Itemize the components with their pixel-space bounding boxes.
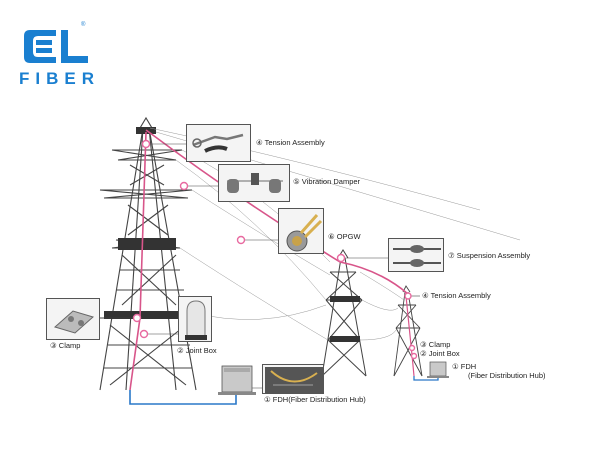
vibration-damper-image xyxy=(218,164,290,202)
label-joint-box-2: ② Joint Box xyxy=(420,349,460,358)
label-clamp-1: ③ Clamp xyxy=(50,341,81,350)
joint-box-image xyxy=(178,296,212,342)
label-vibration-damper: ⑤ Vibration Damper xyxy=(293,177,361,186)
label-fdh-1: ① FDH(Fiber Distribution Hub) xyxy=(264,395,366,404)
brand-wordmark: FIBER xyxy=(19,69,100,88)
marker-points xyxy=(132,139,418,360)
label-joint-box-1: ② Joint Box xyxy=(177,346,217,355)
tower-band xyxy=(118,238,176,250)
label-clamp-2: ③ Clamp xyxy=(420,340,451,349)
suspension-assembly-image xyxy=(388,238,444,272)
fdh-image xyxy=(262,364,324,394)
underground-cable-1 xyxy=(129,378,237,405)
label-suspension-assembly: ⑦ Suspension Assembly xyxy=(448,251,531,260)
middle-tower xyxy=(321,249,367,377)
right-tower xyxy=(393,285,423,377)
label-tension-assembly-2: ④ Tension Assembly xyxy=(422,291,491,300)
fdh-cabinet-2 xyxy=(427,361,449,378)
callout-leaders xyxy=(100,143,420,389)
clamp-image xyxy=(46,298,100,340)
opgw-cable-image xyxy=(278,208,324,254)
tension-assembly-image xyxy=(186,124,251,162)
fdh-cabinet-1 xyxy=(218,365,256,395)
brand-logo-icon xyxy=(24,30,88,63)
tower-band xyxy=(104,311,192,319)
label-fdh-2: ① FDH xyxy=(452,362,477,371)
registered-mark: ® xyxy=(81,22,86,28)
tower-band xyxy=(330,296,360,302)
label-opgw: ⑥ OPGW xyxy=(328,232,361,241)
label-fdh-2-sub: (Fiber Distribution Hub) xyxy=(468,371,546,380)
label-tension-assembly-1: ④ Tension Assembly xyxy=(256,138,325,147)
tower-band xyxy=(330,336,360,342)
